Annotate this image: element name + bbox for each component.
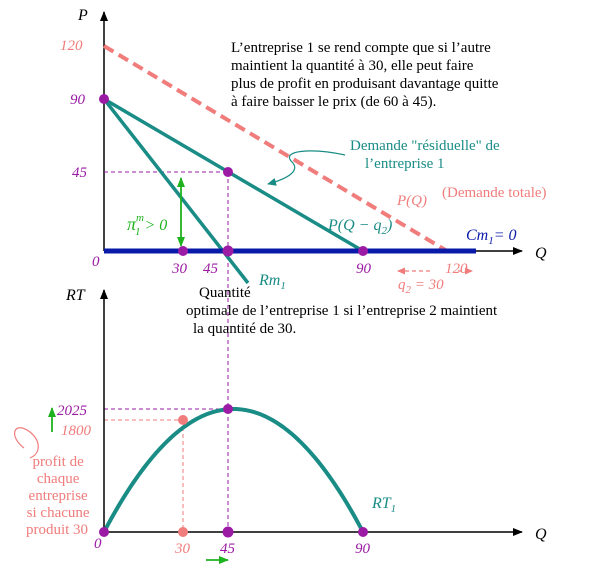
tick-x-30-bottom: 30	[174, 541, 191, 557]
top-note: L’entreprise 1 se rend compte que si l’a…	[231, 40, 502, 110]
residual-demand-note: Demande "résiduelle" de l’entreprise 1	[350, 138, 503, 172]
tick-y-1800: 1800	[61, 423, 92, 439]
marker-rt-2025	[223, 404, 233, 414]
marker-rt-1800	[178, 415, 188, 425]
marker-q45	[222, 245, 234, 257]
tick-x-90-top: 90	[356, 261, 372, 277]
total-revenue-label: RT1	[371, 495, 396, 515]
tick-x-30-top: 30	[171, 261, 188, 277]
marker-q90	[358, 246, 368, 256]
top-x-axis-label: Q	[535, 245, 547, 262]
marker-q30	[178, 246, 188, 256]
top-y-axis-label: P	[77, 7, 88, 24]
marker-bottom-q90	[358, 527, 368, 537]
left-note-pointer	[14, 427, 39, 459]
tick-x-0-bottom: 0	[94, 536, 102, 552]
tick-x-45-top: 45	[203, 261, 219, 277]
bottom-y-axis-label: RT	[65, 287, 86, 304]
residual-fn-label: P(Q − q2)	[327, 217, 392, 237]
total-revenue-curve	[102, 406, 365, 533]
tick-x-0-top: 0	[92, 254, 100, 270]
residual-demand-pointer	[267, 150, 346, 186]
q2-label: q2 = 30	[398, 277, 444, 296]
marginal-cost-label: Cm1= 0	[466, 227, 517, 247]
left-note: profit de chaque entreprise si chacune p…	[26, 454, 93, 538]
demand-total-line	[102, 44, 449, 253]
marker-bottom-q30	[178, 527, 188, 537]
marker-origin-bottom	[99, 527, 109, 537]
marker-90-axis	[99, 94, 109, 104]
tick-x-120-top: 120	[445, 261, 468, 277]
demand-total-fn-label: P(Q)	[396, 193, 427, 209]
bottom-x-axis-label: Q	[535, 526, 547, 543]
tick-y-2025: 2025	[57, 403, 88, 419]
marginal-revenue-label: Rm1	[258, 272, 286, 292]
marker-price-45	[223, 167, 233, 177]
demand-total-label: (Demande totale)	[442, 185, 547, 201]
middle-note: Quantité optimale de l’entreprise 1 si l…	[186, 285, 501, 337]
tick-y-45: 45	[72, 165, 88, 181]
tick-x-90-bottom: 90	[355, 541, 371, 557]
marker-bottom-q45	[222, 526, 234, 538]
tick-x-45-bottom: 45	[220, 541, 236, 557]
tick-y-120: 120	[60, 38, 83, 54]
residual-demand-line	[103, 97, 364, 253]
tick-y-90: 90	[70, 92, 86, 108]
